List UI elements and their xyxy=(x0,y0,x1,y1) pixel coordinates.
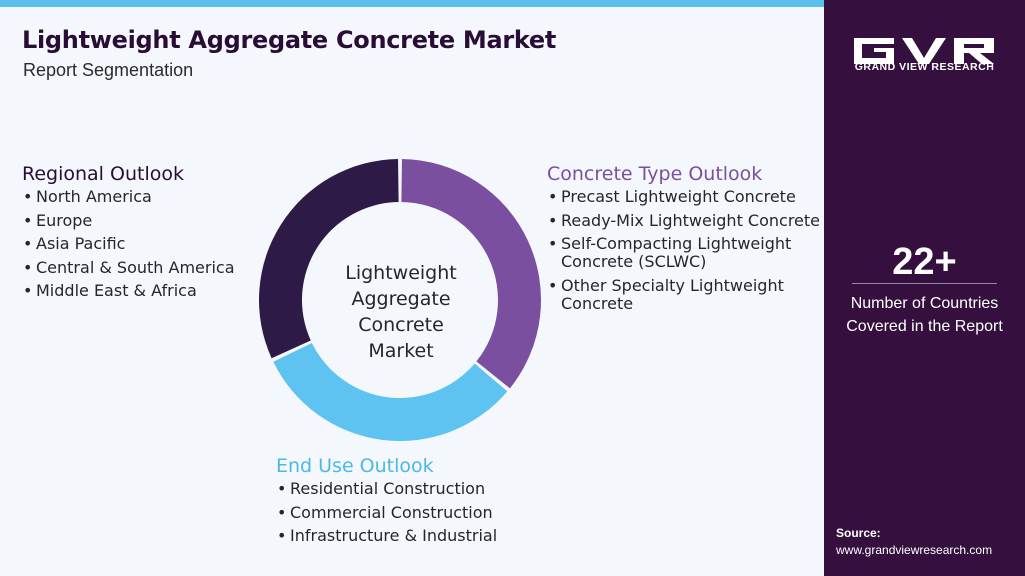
list-item: Europe xyxy=(22,211,262,230)
top-accent-bar xyxy=(0,0,824,7)
list-item: Ready-Mix Lightweight Concrete xyxy=(547,211,824,230)
donut-center-line: Market xyxy=(368,340,434,362)
donut-center-label: Lightweight Aggregate Concrete Market xyxy=(325,260,477,364)
donut-center-line: Aggregate xyxy=(351,288,451,310)
brand-name: GRAND VIEW RESEARCH xyxy=(854,61,995,73)
segment-regional-outlook: Regional Outlook North America Europe As… xyxy=(22,162,262,306)
side-panel xyxy=(824,0,1025,576)
donut-segment-regional xyxy=(259,159,399,359)
segmentation-donut xyxy=(259,159,541,441)
list-item: Other Specialty Lightweight Concrete xyxy=(547,276,824,313)
donut-segment-enduse xyxy=(273,342,508,441)
donut-center-line: Concrete xyxy=(358,314,444,336)
segment-title: Concrete Type Outlook xyxy=(547,163,763,185)
stat-value: 22+ xyxy=(892,241,957,283)
gvr-logo-icon xyxy=(854,38,994,64)
page-title: Lightweight Aggregate Concrete Market xyxy=(22,26,557,54)
list-item: Asia Pacific xyxy=(22,235,262,254)
list-item: Commercial Construction xyxy=(276,503,536,522)
stat-divider xyxy=(852,283,997,284)
donut-center-line: Lightweight xyxy=(345,262,457,284)
list-item: Residential Construction xyxy=(276,480,536,499)
stat-label: Number of Countries Covered in the Repor… xyxy=(824,292,1025,338)
segment-title: Regional Outlook xyxy=(22,163,184,185)
stat-label-line: Number of Countries xyxy=(850,295,999,312)
source-url[interactable]: www.grandviewresearch.com xyxy=(836,543,993,557)
source-label: Source: xyxy=(836,526,881,540)
donut-segment-type xyxy=(401,159,541,389)
stat-label-line: Covered in the Report xyxy=(846,318,1003,335)
list-item: Middle East & Africa xyxy=(22,282,262,301)
segment-concrete-type-outlook: Concrete Type Outlook Precast Lightweigh… xyxy=(547,162,824,318)
page-subtitle: Report Segmentation xyxy=(23,60,194,80)
list-item: Central & South America xyxy=(22,258,262,277)
segment-end-use-outlook: End Use Outlook Residential Construction… xyxy=(276,454,536,551)
list-item: North America xyxy=(22,188,262,207)
segment-list: Precast Lightweight Concrete Ready-Mix L… xyxy=(547,188,824,313)
segment-list: Residential Construction Commercial Cons… xyxy=(276,480,536,546)
list-item: Precast Lightweight Concrete xyxy=(547,188,824,207)
list-item: Infrastructure & Industrial xyxy=(276,527,536,546)
segment-title: End Use Outlook xyxy=(276,455,434,477)
list-item: Self-Compacting Lightweight Concrete (SC… xyxy=(547,235,824,271)
segment-list: North America Europe Asia Pacific Centra… xyxy=(22,188,262,301)
